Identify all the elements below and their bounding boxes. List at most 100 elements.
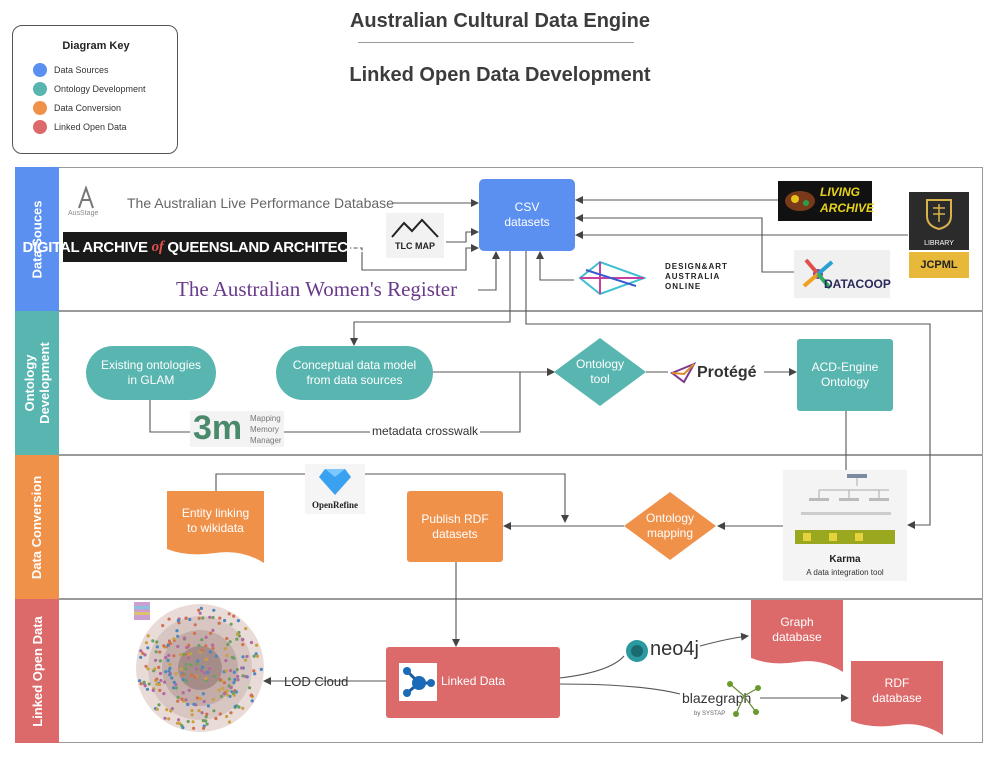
lod-cloud-dot (154, 650, 158, 654)
lod-cloud-dot (184, 679, 188, 683)
lod-cloud-dot (241, 637, 245, 641)
lod-cloud-dot (222, 681, 226, 685)
key-swatch (33, 120, 47, 134)
lod-cloud-dot (155, 707, 159, 711)
lod-cloud-dot (184, 662, 188, 666)
lod-cloud-dot (179, 667, 183, 671)
lod-cloud-dot (176, 644, 180, 649)
diagram-title: Australian Cultural Data Engine (349, 10, 651, 32)
lod-cloud-dot (180, 697, 184, 701)
lod-cloud-dot (235, 637, 239, 641)
lod-cloud-dot (182, 636, 187, 640)
lod-cloud-dot (249, 693, 254, 697)
lod-cloud-dot (230, 655, 234, 659)
lod-cloud-dot (201, 719, 205, 723)
lod-cloud-dot (197, 709, 201, 713)
title-divider (358, 42, 634, 43)
conceptual-model-node: Conceptual data model from data sources (276, 346, 433, 400)
lod-cloud-dot (147, 682, 151, 686)
lane-label-ontology-development: Ontology Development (15, 311, 59, 455)
lod-cloud-dot (181, 691, 185, 695)
lod-cloud-dot (161, 624, 165, 628)
lod-cloud-dot (199, 606, 203, 610)
edge-awr-csv (478, 251, 500, 291)
lod-cloud-dot (192, 631, 197, 635)
lod-cloud-dot (189, 673, 194, 677)
lod-cloud-dot (168, 666, 172, 670)
lod-cloud-dot (217, 688, 221, 692)
lod-cloud-dot (139, 655, 143, 659)
lod-cloud-dot (197, 616, 201, 620)
key-swatch (33, 101, 47, 115)
neo4j-label: neo4j (650, 638, 699, 660)
lod-cloud-dot (198, 697, 202, 701)
lod-cloud-dot (211, 628, 215, 632)
lod-cloud-dot (254, 652, 258, 656)
lod-cloud-dot (255, 654, 259, 658)
lod-cloud-dot (244, 674, 248, 679)
linked-data-label: Linked Data (441, 674, 506, 688)
lod-cloud-dot (204, 715, 208, 719)
lod-cloud-dot (218, 677, 223, 682)
lod-cloud-dot (203, 671, 207, 675)
lod-cloud-dot (234, 690, 238, 694)
lod-cloud-dot (229, 622, 233, 626)
lod-cloud-dot (219, 694, 223, 698)
lod-cloud-dot (182, 652, 186, 656)
lod-cloud-dot (162, 644, 166, 648)
lod-cloud-dot (208, 615, 212, 619)
alpd-label: The Australian Live Performance Database (127, 195, 394, 211)
lod-cloud-dot (205, 722, 209, 726)
lod-cloud-dot (208, 631, 213, 635)
shield-icon (926, 199, 952, 230)
lod-cloud-dot (217, 621, 221, 625)
lod-cloud-dot (167, 653, 171, 657)
edge-tlcmap-csv (446, 228, 479, 243)
lod-cloud-dot (151, 639, 155, 643)
ontology-tool-shape (554, 338, 646, 406)
lod-cloud-dot (138, 679, 142, 683)
lod-cloud-dot (211, 697, 215, 702)
ausstage-logo-icon (78, 186, 94, 209)
lod-cloud-dot (249, 640, 254, 645)
lod-cloud-dot (143, 684, 147, 688)
lod-cloud-dot (204, 644, 208, 648)
lod-cloud-dot (197, 643, 201, 648)
lod-cloud-dot (190, 709, 194, 713)
lod-cloud-dot (188, 617, 192, 622)
existing-ontologies-node: Existing ontologies in GLAM (86, 346, 216, 400)
lod-cloud-dot (200, 648, 204, 652)
lod-cloud-dot (186, 702, 190, 707)
rdf-database-document (851, 661, 943, 735)
lod-cloud-dot (141, 651, 145, 655)
karma-tool: Karma A data integration tool (783, 470, 907, 581)
lod-cloud-dot (139, 682, 143, 686)
lod-cloud-dot (221, 686, 225, 690)
lod-cloud-dot (184, 666, 188, 671)
mountain-icon (391, 218, 439, 238)
lod-cloud-dot (225, 689, 229, 693)
tlcmap-logo: TLC MAP (386, 213, 444, 258)
edge-csv-conceptual (350, 251, 511, 346)
diagram-subtitle: Linked Open Data Development (349, 64, 651, 86)
lod-cloud-dot (225, 636, 229, 641)
lod-cloud-dot (168, 673, 172, 677)
daqa-logo: DIGITAL ARCHIVE of QUEENSLAND ARCHITECTU… (23, 232, 388, 262)
edge-linked-blazegraph (559, 683, 681, 695)
rdf-database-shape (851, 661, 943, 735)
lod-cloud-dot (172, 637, 176, 641)
lod-cloud-dot (189, 652, 193, 656)
key-title: Diagram Key (62, 40, 130, 52)
diagram-key: Diagram Key Data Sources Ontology Develo… (12, 25, 178, 154)
lod-cloud-dot (212, 608, 216, 612)
acde-ontology-node: ACD-Engine Ontology (797, 339, 893, 411)
lod-cloud-dot (224, 669, 228, 673)
ontology-tool-label: Ontology tool (575, 357, 625, 386)
lod-cloud-dot (231, 691, 235, 695)
lod-cloud-dot (211, 615, 215, 620)
lod-cloud-dot (226, 693, 230, 697)
edge-datacoop-csv (575, 214, 794, 273)
lane-label-linked-open-data: Linked Open Data (15, 599, 59, 743)
metadata-crosswalk-label: metadata crosswalk (370, 424, 481, 438)
lod-cloud-dot (175, 629, 179, 633)
